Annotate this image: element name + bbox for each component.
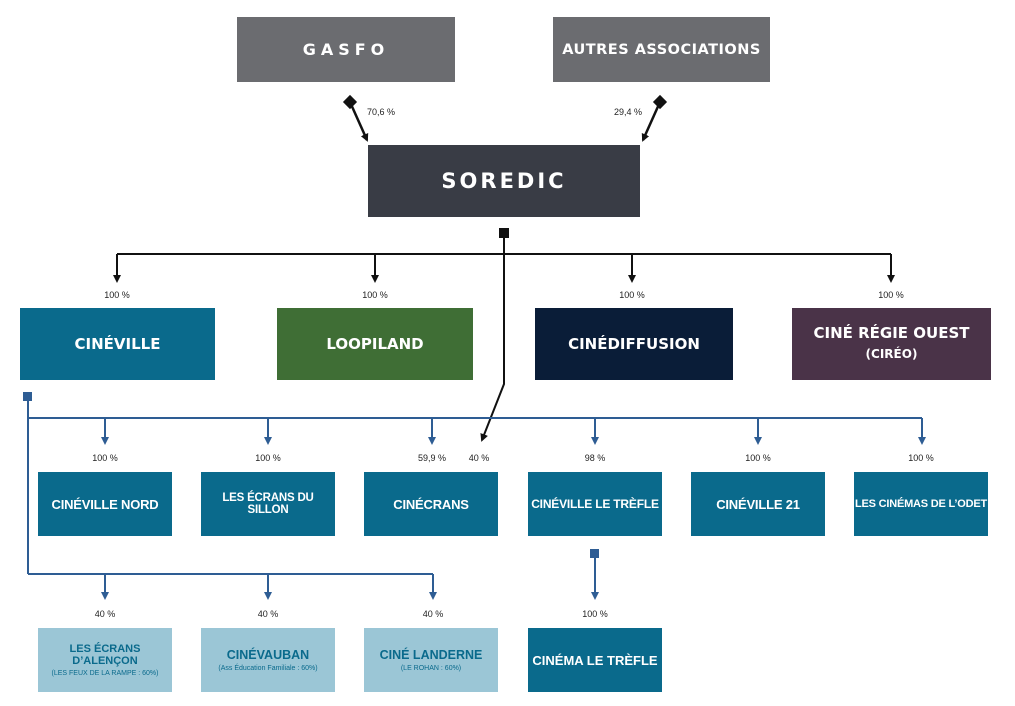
cireo-label: CINÉ RÉGIE OUEST [813,324,970,342]
cireo-percentage: 100 % [878,290,904,300]
cireo-box: CINÉ RÉGIE OUEST (CIRÉO) [792,308,991,380]
cinediffusion-percentage: 100 % [619,290,645,300]
gasfo-percentage: 70,6 % [366,107,396,117]
cinecrans-soredic-percentage: 40 % [468,453,490,463]
cinemas-odet-percentage: 100 % [908,453,934,463]
ecrans-alencon-label: LES ÉCRANS D’ALENÇON [69,643,141,667]
loopiland-label: LOOPILAND [326,335,424,353]
cineville-trefle-label: CINÉVILLE LE TRÈFLE [531,497,659,511]
cine-landerne-label: CINÉ LANDERNE [379,648,483,662]
autres-associations-box: AUTRES ASSOCIATIONS [553,17,770,82]
cinecrans-label: CINÉCRANS [393,496,469,512]
alencon-percentage: 40 % [94,609,116,619]
cinevauban-label: CINÉVAUBAN [226,648,310,662]
cineville-label: CINÉVILLE [74,335,161,353]
loopiland-percentage: 100 % [362,290,388,300]
cineville-box: CINÉVILLE [20,308,215,380]
cineville-nord-percentage: 100 % [92,453,118,463]
soredic-box: SOREDIC [368,145,640,217]
cinediffusion-box: CINÉDIFFUSION [535,308,733,380]
cinecrans-box: CINÉCRANS [364,472,498,536]
cineville-21-percentage: 100 % [745,453,771,463]
cineville-percentage: 100 % [104,290,130,300]
ecrans-sillon-percentage: 100 % [255,453,281,463]
loopiland-box: LOOPILAND [277,308,473,380]
shareholder-arrows [342,94,668,142]
ecrans-alencon-box: LES ÉCRANS D’ALENÇON (LES FEUX DE LA RAM… [38,628,172,692]
cineville-nord-box: CINÉVILLE NORD [38,472,172,536]
gasfo-box: GASFO [237,17,455,82]
cineville-21-label: CINÉVILLE 21 [716,496,800,512]
cinediffusion-label: CINÉDIFFUSION [568,335,700,353]
cineville-trefle-percentage: 98 % [584,453,606,463]
cineville-nord-label: CINÉVILLE NORD [51,496,159,512]
cineville-subsidiary-lines [23,392,926,600]
cireo-sublabel: (CIRÉO) [865,347,918,361]
ecrans-sillon-label: LES ÉCRANS DU SILLON [222,492,314,516]
cinemas-odet-box: LES CINÉMAS DE L’ODET [854,472,988,536]
autres-percentage: 29,4 % [613,107,643,117]
gasfo-label: GASFO [302,40,390,59]
cineville-trefle-box: CINÉVILLE LE TRÈFLE [528,472,662,536]
autres-associations-label: AUTRES ASSOCIATIONS [562,41,761,58]
landerne-percentage: 40 % [422,609,444,619]
cinevauban-sublabel: (Ass Éducation Familiale : 60%) [218,665,318,672]
trefle-subsidiary-line [590,549,599,600]
ecrans-alencon-sublabel: (LES FEUX DE LA RAMPE : 60%) [51,670,159,677]
cinema-trefle-label: CINÉMA LE TRÈFLE [532,652,658,668]
soredic-subsidiary-lines [113,228,895,442]
soredic-label: SOREDIC [441,169,567,193]
cineville-21-box: CINÉVILLE 21 [691,472,825,536]
cinemas-odet-label: LES CINÉMAS DE L’ODET [854,498,988,510]
cine-landerne-box: CINÉ LANDERNE (LE ROHAN : 60%) [364,628,498,692]
cinema-trefle-percentage: 100 % [582,609,608,619]
cinecrans-cineville-percentage: 59,9 % [417,453,447,463]
cinevauban-percentage: 40 % [257,609,279,619]
cinema-trefle-box: CINÉMA LE TRÈFLE [528,628,662,692]
cinevauban-box: CINÉVAUBAN (Ass Éducation Familiale : 60… [201,628,335,692]
cine-landerne-sublabel: (LE ROHAN : 60%) [400,665,462,672]
ecrans-sillon-box: LES ÉCRANS DU SILLON [201,472,335,536]
